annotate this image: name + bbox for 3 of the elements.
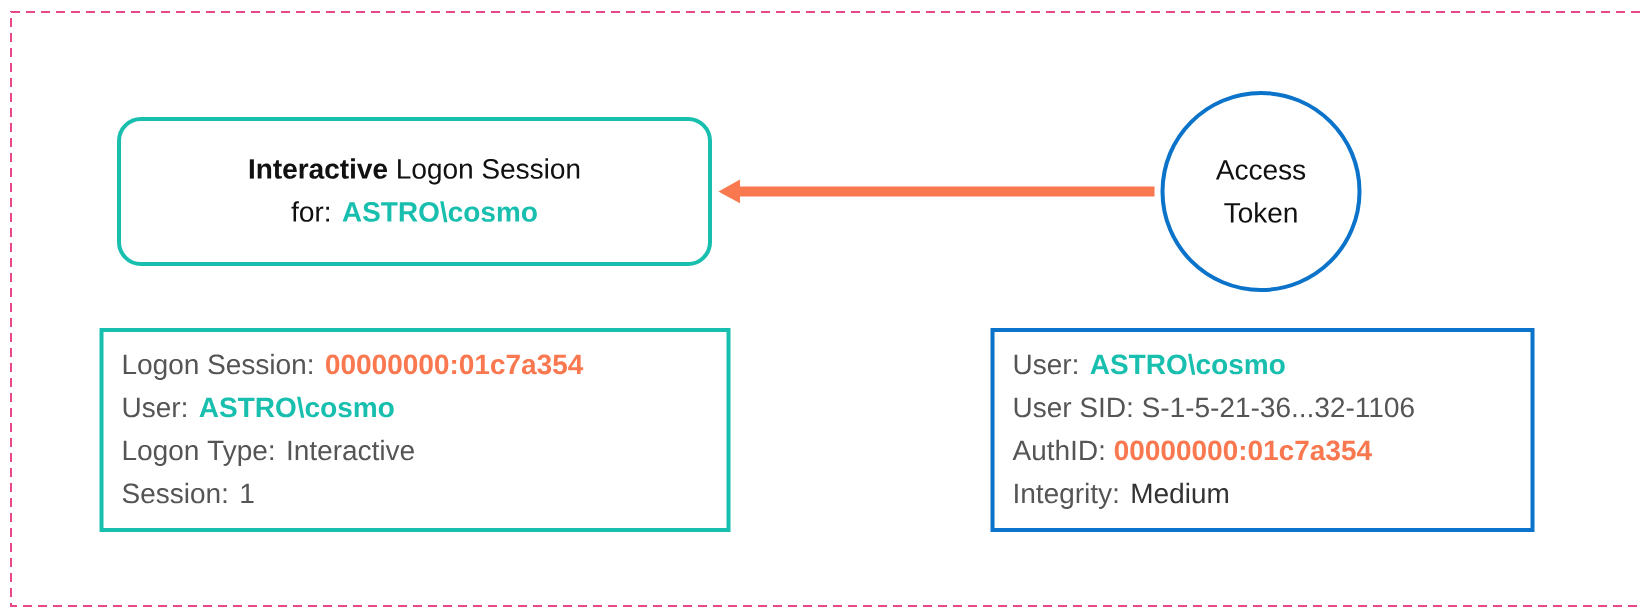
info-box: Logon Session: 00000000:01c7a354 User: ASTRO\cosmo Logon Type: Interactive Session: 1	[99, 328, 731, 532]
session-box: Interactive Logon Session for: ASTRO\cosmo	[117, 117, 712, 266]
info-box: User: ASTRO\cosmo User SID: S-1-5-21-36...32-1106 AuthID: 00000000:01c7a354 Integrity: Medium	[990, 328, 1535, 532]
